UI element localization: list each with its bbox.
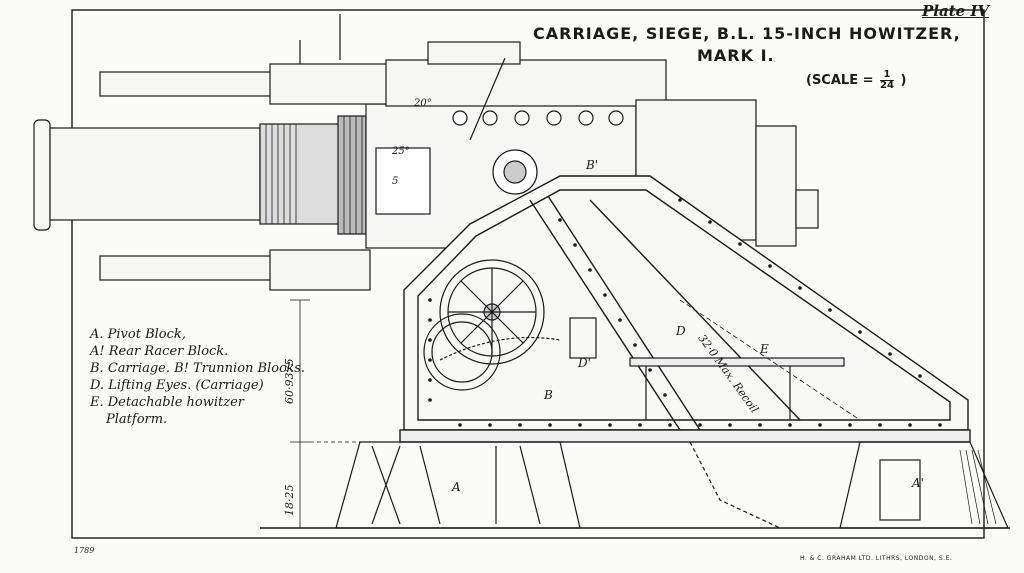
legend: A. Pivot Block, A! Rear Racer Block. B. … xyxy=(90,326,305,428)
plate-border xyxy=(71,9,985,539)
scale-prefix: (SCALE = xyxy=(806,73,874,88)
platform xyxy=(569,317,845,420)
legend-item-continuation: Platform. xyxy=(106,412,168,427)
label-a1: A' xyxy=(912,476,924,490)
scale-note: (SCALE = 1 24 ) xyxy=(806,70,906,91)
scale-numerator: 1 xyxy=(880,70,894,81)
legend-item: A. Pivot Block, xyxy=(90,327,186,342)
label-marking-5: 5 xyxy=(392,176,399,187)
reference-number: 1789 xyxy=(74,546,95,555)
label-e: E xyxy=(760,342,769,356)
dimension-height: 60·9375 xyxy=(283,358,296,405)
drawing-title: CARRIAGE, SIEGE, B.L. 15-INCH HOWITZER, xyxy=(533,24,961,43)
plate-number: Plate IV xyxy=(922,2,990,20)
legend-item: A! Rear Racer Block. xyxy=(90,344,229,359)
legend-item: B. Carriage. B! Trunnion Blocks. xyxy=(90,361,306,376)
elevating-gear xyxy=(423,259,561,391)
scale-denominator: 24 xyxy=(880,80,894,91)
legend-item: E. Detachable howitzer xyxy=(90,395,245,410)
label-a: A xyxy=(452,480,461,494)
label-b1: B' xyxy=(586,158,599,172)
label-angle-20: 20° xyxy=(414,98,432,109)
drawing-subtitle: MARK I. xyxy=(697,46,775,65)
legend-item: D. Lifting Eyes. (Carriage) xyxy=(90,378,264,393)
label-b: B xyxy=(544,388,553,402)
scale-fraction: 1 24 xyxy=(880,70,894,91)
scale-suffix: ) xyxy=(900,73,907,88)
printer-credit: H. & C. GRAHAM LTD. LITHRS, LONDON, S.E. xyxy=(800,555,953,562)
dimension-lines xyxy=(290,299,861,528)
label-angle-25: 25° xyxy=(392,146,410,157)
dimension-base: 18·25 xyxy=(283,484,296,517)
label-d: D xyxy=(676,324,686,338)
pivot-base xyxy=(260,441,1010,529)
label-d1: D' xyxy=(578,356,591,370)
